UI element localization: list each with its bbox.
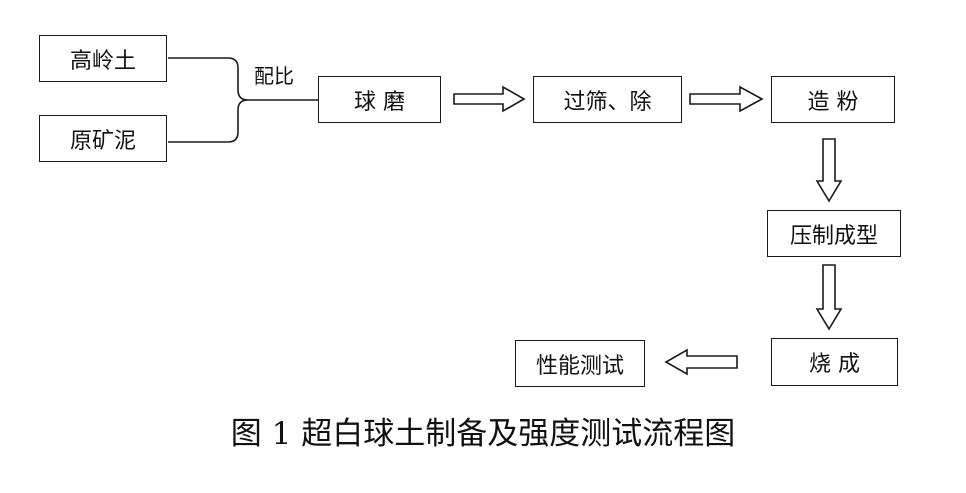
node-fire: 烧 成	[771, 338, 898, 386]
node-ball-mill: 球 磨	[318, 76, 441, 123]
arrow-granulate-to-press	[815, 138, 843, 203]
node-granulate: 造 粉	[771, 76, 895, 123]
edge-label-mix: 配比	[254, 64, 294, 88]
arrow-sieve-to-granulate	[689, 85, 764, 113]
node-kaolin: 高岭土	[39, 35, 167, 82]
node-sieve: 过筛、除	[533, 76, 682, 123]
node-press: 压制成型	[767, 210, 901, 257]
arrow-mill-to-sieve	[453, 85, 526, 113]
figure-caption: 图 1 超白球土制备及强度测试流程图	[230, 416, 736, 452]
mix-brace	[168, 57, 318, 143]
node-test: 性能测试	[515, 340, 645, 387]
node-raw-clay: 原矿泥	[39, 115, 167, 162]
arrow-press-to-fire	[815, 264, 843, 331]
arrow-fire-to-test	[664, 348, 738, 376]
